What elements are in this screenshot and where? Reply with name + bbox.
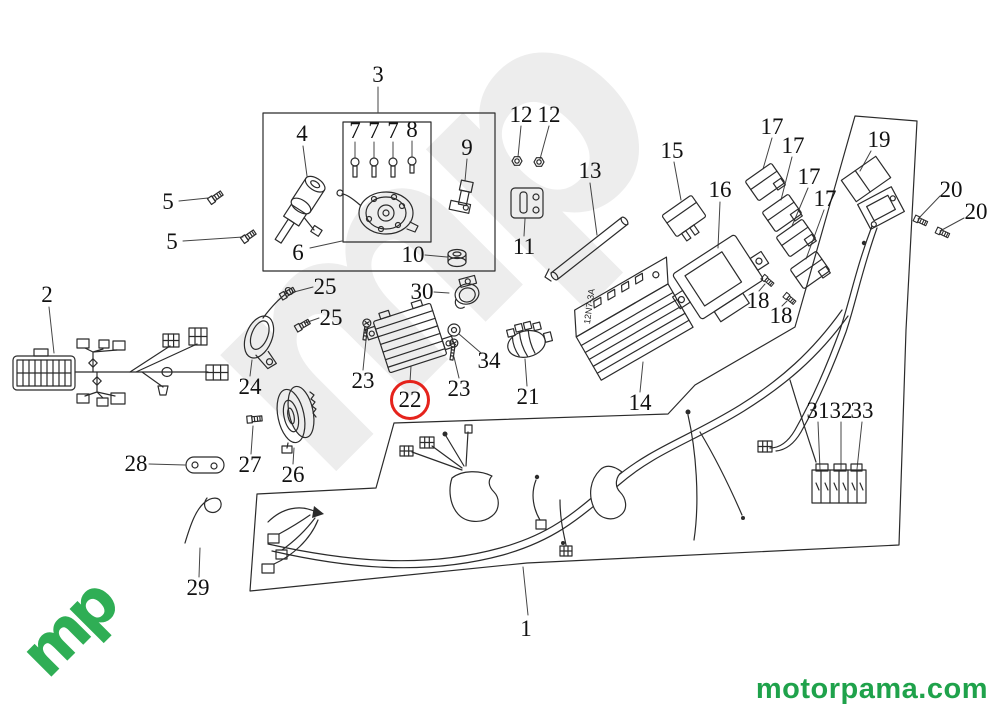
highlight-circle-part-22 bbox=[390, 380, 430, 420]
part-21-cap-connector bbox=[506, 320, 554, 358]
part-5-screws bbox=[206, 189, 258, 245]
part-7-8-screws bbox=[350, 156, 417, 178]
harness-panel-outline bbox=[249, 115, 918, 592]
part-11-plate bbox=[510, 187, 544, 219]
assembly-box-3 bbox=[262, 112, 496, 272]
part-29-cable bbox=[184, 497, 222, 544]
part-19-starter-relay bbox=[757, 155, 905, 453]
part-6-stator bbox=[336, 189, 419, 235]
part-28-plate bbox=[185, 456, 225, 474]
part-22-regulator bbox=[364, 299, 456, 374]
part-31-33-fuse-box bbox=[811, 463, 867, 504]
part-12-nuts bbox=[511, 156, 545, 167]
part-20-screws bbox=[912, 214, 951, 240]
part-23-bolts bbox=[359, 317, 459, 362]
website-text: motorpama.com bbox=[755, 673, 988, 705]
part-1-main-harness bbox=[261, 309, 849, 574]
part-13-tube bbox=[544, 216, 629, 282]
part-4-ignition-switch bbox=[274, 175, 326, 244]
part-14-battery: 12N7-3A bbox=[574, 256, 694, 381]
part-15-flasher-relay bbox=[661, 195, 707, 242]
part-2-sub-harness bbox=[12, 327, 229, 407]
part-10-grommet bbox=[447, 248, 467, 268]
part-9-bracket bbox=[448, 179, 474, 214]
battery-marking-text: 12N7-3A bbox=[582, 288, 597, 325]
part-25-screws bbox=[278, 285, 312, 333]
part-26-horn bbox=[276, 385, 317, 454]
part-16-ecu bbox=[671, 234, 770, 323]
part-30-clamp bbox=[454, 274, 480, 309]
leader-lines bbox=[48, 86, 965, 616]
part-27-bolt bbox=[246, 414, 263, 424]
part-18-screws bbox=[760, 273, 797, 306]
part-34-washer bbox=[447, 323, 461, 337]
